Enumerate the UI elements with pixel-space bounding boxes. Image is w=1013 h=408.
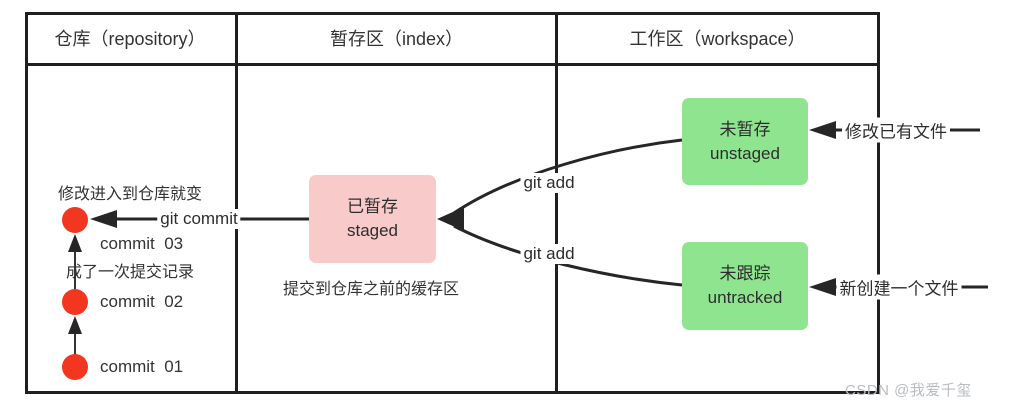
commit-01-dot <box>62 354 88 380</box>
new-file-arrowhead <box>809 278 836 296</box>
git-commit-arrowhead <box>90 210 117 228</box>
unstaged-box-subtitle: unstaged <box>710 143 780 163</box>
header-index: 暂存区（index） <box>329 29 464 49</box>
repository-note-line1: 修改进入到仓库就变 <box>57 186 203 203</box>
staged-caption: 提交到仓库之前的缓存区 <box>282 281 460 298</box>
commit-03-dot <box>62 207 88 233</box>
header-workspace: 工作区（workspace） <box>629 29 806 49</box>
git-add-top-label: git add <box>520 173 578 193</box>
git-add-curve-untracked <box>453 224 683 287</box>
untracked-box-title: 未跟踪 <box>719 264 771 283</box>
modify-existing-arrowhead <box>809 121 836 139</box>
git-add-bottom-label: git add <box>520 244 578 264</box>
table-outer-border <box>25 12 880 394</box>
repository-note-line2: 成了一次提交记录 <box>65 264 195 281</box>
repository-note: 修改进入到仓库就变 成了一次提交记录 <box>58 130 202 338</box>
staged-box-subtitle: staged <box>346 221 399 240</box>
header-row-divider <box>25 63 877 66</box>
header-repository: 仓库（repository） <box>54 29 206 49</box>
commit-02-dot <box>62 289 88 315</box>
untracked-box: 未跟踪 untracked <box>682 242 808 330</box>
staged-box-title: 已暂存 <box>347 197 398 216</box>
column-divider-repository-index <box>235 12 238 391</box>
watermark: CSDN @我爱千玺 <box>845 382 972 399</box>
modify-existing-label: 修改已有文件 <box>842 117 950 143</box>
staged-box: 已暂存 staged <box>309 175 436 263</box>
commit-01-label: commit 01 <box>100 357 184 376</box>
unstaged-box-title: 未暂存 <box>719 119 771 139</box>
commit-edge-01-02-arrowhead <box>68 316 82 334</box>
commit-02-label: commit 02 <box>100 292 184 311</box>
unstaged-box: 未暂存 unstaged <box>682 98 808 185</box>
commit-03-label: commit 03 <box>100 234 184 253</box>
git-add-arrowhead <box>437 207 464 231</box>
git-add-curve-unstaged <box>453 138 683 215</box>
column-divider-index-workspace <box>555 12 558 391</box>
new-file-label: 新创建一个文件 <box>836 274 962 300</box>
git-commit-label: git commit <box>157 209 241 229</box>
commit-edge-02-03-arrowhead <box>68 234 82 252</box>
untracked-box-subtitle: untracked <box>707 288 783 307</box>
